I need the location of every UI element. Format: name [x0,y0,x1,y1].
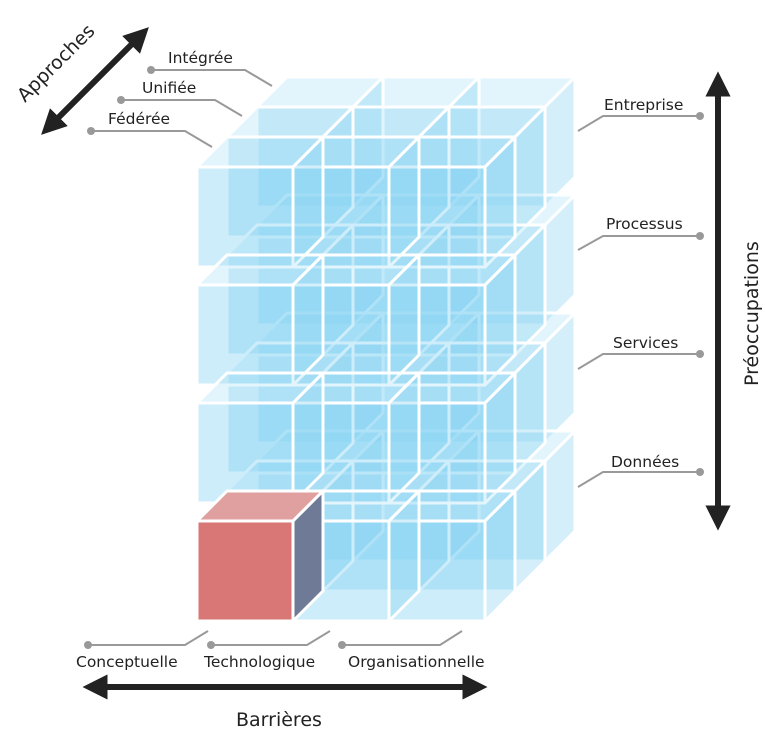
svg-text:Intégrée: Intégrée [168,49,233,67]
approach-label-integree: Intégrée [147,49,273,87]
barrier-label-conceptuelle: Conceptuelle [76,630,209,671]
svg-text:Unifiée: Unifiée [142,79,196,97]
barriers-axis-title: Barrières [236,709,322,731]
svg-text:Données: Données [611,453,679,471]
cube-cell [195,135,325,269]
barrier-label-organisationnelle: Organisationnelle [338,630,485,671]
svg-text:Processus: Processus [606,215,683,233]
approach-label-federee: Fédérée [87,110,213,148]
svg-text:Fédérée: Fédérée [108,110,170,128]
concerns-axis-title: Préoccupations [741,241,763,386]
cube-cell [195,253,325,387]
cube-cell [195,371,325,505]
svg-text:Conceptuelle: Conceptuelle [76,653,178,671]
concern-label-donnees: Données [577,453,704,488]
barrier-label-technologique: Technologique [203,630,331,671]
concern-label-entreprise: Entreprise [577,96,704,132]
cube-grid [195,75,577,623]
svg-text:Services: Services [613,334,678,352]
approach-label-unifiee: Unifiée [117,79,243,117]
approaches-arrow [41,27,149,135]
cube-cell [195,489,325,623]
svg-text:Organisationnelle: Organisationnelle [348,653,485,671]
svg-text:Technologique: Technologique [203,653,315,671]
concern-label-services: Services [577,334,704,370]
svg-text:Entreprise: Entreprise [604,96,683,114]
concern-label-processus: Processus [577,215,704,251]
